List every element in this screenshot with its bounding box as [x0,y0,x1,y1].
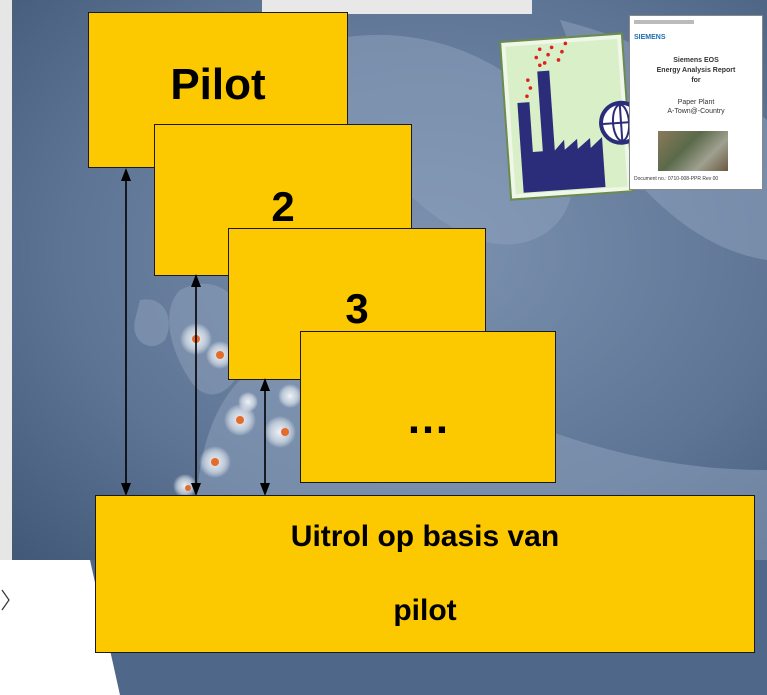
rollout-label-line1: Uitrol op basis van [290,520,560,553]
plant-photo [658,131,728,171]
step-label-more: … [406,394,450,443]
report-footer: Document no.: 0710-008-PPR Rev 00 [634,176,719,182]
step-label-pilot: Pilot [170,60,266,109]
report-subject: Paper Plant A-Town@-Country [667,99,725,115]
report-brand: SIEMENS [634,34,666,41]
step-box-more: … [300,331,556,483]
document-header-bar [634,20,694,24]
step-label-2: 2 [271,183,295,230]
step-label-3: 3 [345,285,369,332]
factory-illustration [499,32,644,201]
report-title: Siemens EOS Energy Analysis Report for [656,57,736,84]
rollout-label-line2: pilot [393,594,457,627]
energy-analysis-report-document: SIEMENS Siemens EOS Energy Analysis Repo… [629,15,763,190]
rollout-box: Uitrol op basis van pilot [95,495,755,653]
